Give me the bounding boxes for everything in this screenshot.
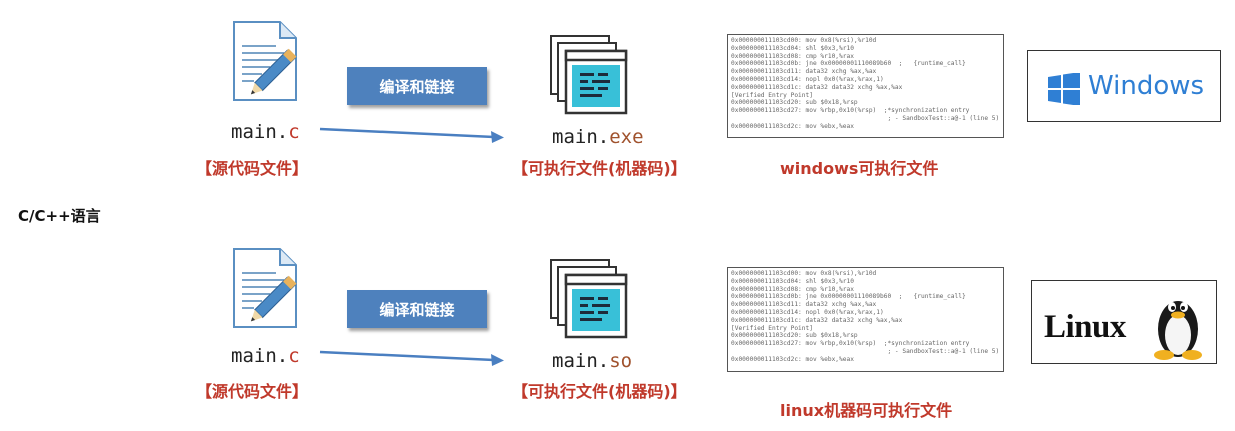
source-filename: main.c <box>231 121 300 143</box>
source-file-icon <box>233 248 297 328</box>
machine-code-listing: 0x000000011103cd00: mov 0x8(%rsi),%r10d … <box>727 34 1004 138</box>
compile-arrow <box>319 127 504 143</box>
compile-arrow <box>319 350 504 366</box>
machine-code-listing: 0x000000011103cd00: mov 0x8(%rsi),%r10d … <box>727 267 1004 372</box>
executable-filename: main.so <box>552 350 633 372</box>
language-label: C/C++语言 <box>18 207 101 225</box>
windows-flag-icon <box>1048 73 1080 105</box>
executable-filename: main.exe <box>552 126 644 148</box>
machine-code-text: 0x000000011103cd00: mov 0x8(%rsi),%r10d … <box>731 270 1000 363</box>
linux-logo: Linux <box>1031 280 1217 364</box>
linux-logo-text: Linux <box>1044 309 1126 345</box>
tux-penguin-icon <box>1154 301 1202 360</box>
executable-label: 【可执行文件(机器码)】 <box>512 382 687 401</box>
executable-icon <box>550 259 628 339</box>
compile-link-step: 编译和链接 <box>347 67 487 105</box>
source-filename: main.c <box>231 345 300 367</box>
source-label: 【源代码文件】 <box>196 159 309 178</box>
windows-logo-text: Windows <box>1088 71 1205 101</box>
executable-icon <box>550 35 628 115</box>
source-label: 【源代码文件】 <box>196 382 309 401</box>
platform-label: windows可执行文件 <box>780 159 939 178</box>
source-file-icon <box>233 21 297 101</box>
compile-link-step: 编译和链接 <box>347 290 487 328</box>
machine-code-text: 0x000000011103cd00: mov 0x8(%rsi),%r10d … <box>731 37 1000 130</box>
platform-label: linux机器码可执行文件 <box>780 401 953 420</box>
windows-logo: Windows <box>1027 50 1221 122</box>
executable-label: 【可执行文件(机器码)】 <box>512 159 687 178</box>
